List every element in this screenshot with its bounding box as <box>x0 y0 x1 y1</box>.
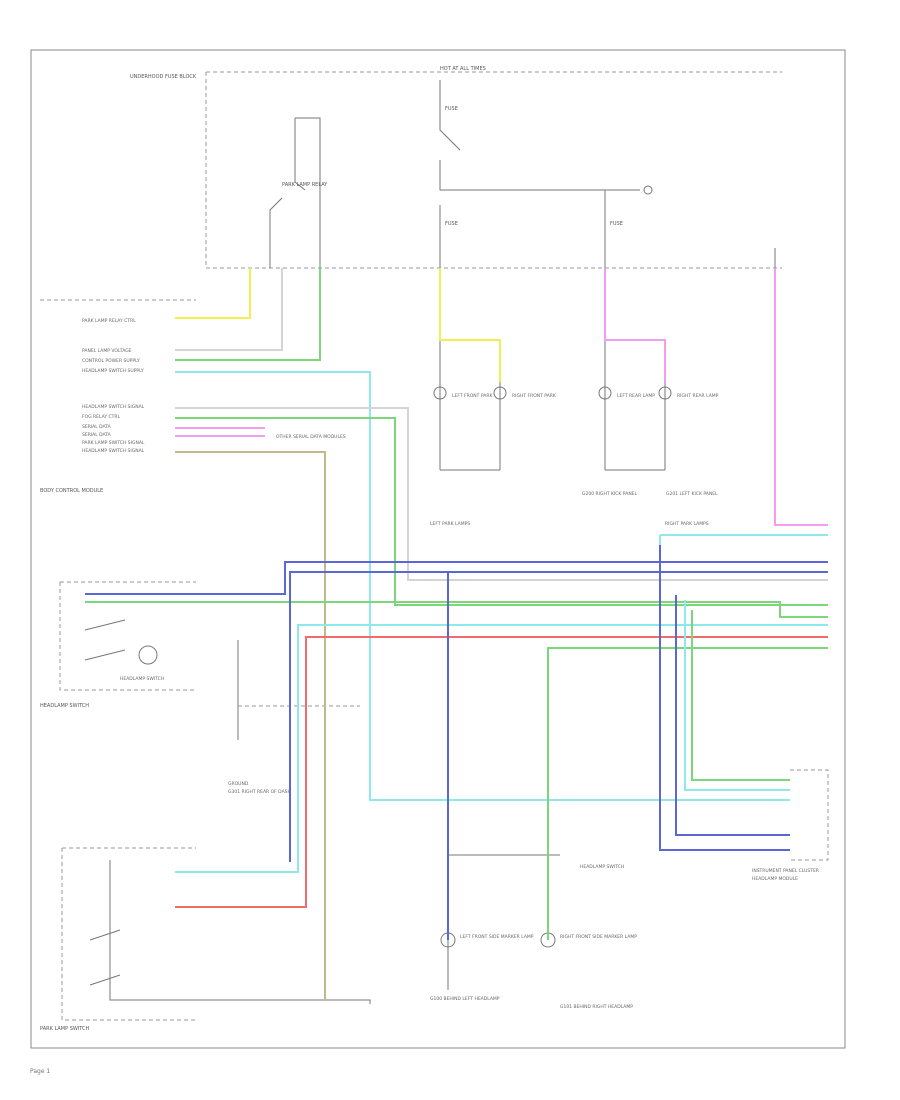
wire-red-wire <box>175 636 828 908</box>
park-switch-outline <box>61 847 196 1021</box>
wire-brown-park-signal <box>175 451 326 1000</box>
headlamp-switch-block: HEADLAMP SWITCH HEADLAMP SWITCH GROUND G… <box>40 581 360 795</box>
bcm: PARK LAMP RELAY CTRL PANEL LAMP VOLTAGE … <box>40 299 346 494</box>
park-switch-contacts <box>89 860 371 1004</box>
wire-white-wire-relay <box>175 268 283 351</box>
fuse-left-label: FUSE <box>445 221 458 227</box>
wire-dk-blue-4 <box>659 545 790 851</box>
bcm-label-4: HEADLAMP SWITCH SIGNAL <box>82 404 145 410</box>
fuse-outputs <box>439 205 776 268</box>
right-rear-lamp-bulb <box>658 386 672 400</box>
serial-data-note: OTHER SERIAL DATA MODULES <box>276 434 346 440</box>
lower-left-lamp-label: LEFT FRONT SIDE MARKER LAMP <box>460 934 534 940</box>
fuse-right-label: FUSE <box>610 221 623 227</box>
right-front-lamp-label: RIGHT FRONT PARK <box>512 393 557 399</box>
wire-lt-blue-3 <box>659 534 828 545</box>
front-lamps: LEFT FRONT PARK RIGHT FRONT PARK LEFT PA… <box>430 340 719 527</box>
wire-green-wire-3 <box>547 647 828 940</box>
fuse-block-header: HOT AT ALL TIMES <box>440 66 486 72</box>
headlamp-switch-outline <box>59 581 196 691</box>
bcm-title: BODY CONTROL MODULE <box>40 488 103 494</box>
wire-dk-blue-5 <box>675 595 790 836</box>
fuse-block: HOT AT ALL TIMES UNDERHOOD FUSE BLOCK PA… <box>130 66 782 269</box>
left-rear-lamp-bulb <box>598 386 612 400</box>
wire-pink-feed <box>604 268 666 382</box>
side-marker-lamps: LEFT FRONT SIDE MARKER LAMP RIGHT FRONT … <box>430 854 637 1010</box>
left-front-lamp-bulb <box>433 386 447 400</box>
wire-green-wire-control <box>175 268 321 361</box>
right-module: INSTRUMENT PANEL CLUSTER HEADLAMP MODULE… <box>582 491 829 882</box>
right-module-outline <box>790 769 829 861</box>
left-park-lamps-label: LEFT PARK LAMPS <box>430 521 470 527</box>
wire-green-wire-4 <box>691 610 790 781</box>
right-module-note: HEADLAMP MODULE <box>752 876 798 882</box>
left-lamp-frame <box>439 340 501 471</box>
wire-green-wire-2 <box>85 601 828 618</box>
right-park-lamps-label: RIGHT PARK LAMPS <box>665 521 709 527</box>
relay-contacts <box>269 117 321 268</box>
ground-ref-note: G301 RIGHT REAR OF DASH <box>228 789 291 795</box>
lower-lamp-frame <box>447 854 560 990</box>
wire-lt-blue-supply <box>175 371 790 801</box>
wire-dk-blue-1 <box>85 561 828 595</box>
ground-label: GROUND <box>228 781 249 787</box>
wire-yellow-feed-mid <box>439 268 501 382</box>
headlamp-switch-contacts <box>84 619 126 661</box>
left-front-lamp-label: LEFT FRONT PARK <box>452 393 493 399</box>
fuse-mid-label: FUSE <box>445 106 458 112</box>
wire-dk-blue-2 <box>289 571 828 862</box>
headlamp-switch-inner: HEADLAMP SWITCH <box>120 676 164 682</box>
wires <box>85 268 828 1000</box>
bcm-label-8: PARK LAMP SWITCH SIGNAL <box>82 440 145 446</box>
headlamp-switch-dimmer <box>138 645 158 665</box>
headlamp-switch-title: HEADLAMP SWITCH <box>40 703 89 709</box>
fuse-block-outline <box>205 72 782 269</box>
bcm-label-7: SERIAL DATA <box>82 432 112 438</box>
park-switch-title: PARK LAMP SWITCH <box>40 1026 90 1032</box>
fuse-connector <box>643 185 653 195</box>
lower-mid-module: HEADLAMP SWITCH <box>580 864 624 870</box>
bcm-label-9: HEADLAMP SWITCH SIGNAL <box>82 448 145 454</box>
bcm-label-1: PANEL LAMP VOLTAGE <box>82 348 132 354</box>
wire-green-fog-relay <box>175 417 828 606</box>
diagram-frame <box>30 49 846 1049</box>
wire-yellow-feed-left <box>175 268 251 319</box>
bcm-label-3: HEADLAMP SWITCH SUPPLY <box>82 368 144 374</box>
ground-left-note: G100 BEHIND LEFT HEADLAMP <box>430 996 500 1002</box>
bcm-label-5: FOG RELAY CTRL <box>82 414 121 420</box>
park-lamp-switch-block: PARK LAMP SWITCH <box>40 847 371 1032</box>
bcm-label-0: PARK LAMP RELAY CTRL <box>82 318 136 324</box>
right-rear-lamp-label: RIGHT REAR LAMP <box>677 393 719 399</box>
wire-white-wire-switch <box>175 407 828 581</box>
fuse-block-title: UNDERHOOD FUSE BLOCK <box>130 74 197 80</box>
bcm-label-6: SERIAL DATA <box>82 424 112 430</box>
wire-pink-trunk <box>774 268 828 526</box>
wire-lt-blue-2 <box>175 624 828 873</box>
ground-mid-right-note: G201 LEFT KICK PANEL <box>666 491 718 497</box>
right-module-title: INSTRUMENT PANEL CLUSTER <box>752 868 819 874</box>
page-footer: Page 1 <box>30 1068 51 1075</box>
ground-mid-left-note: G200 RIGHT KICK PANEL <box>582 491 638 497</box>
bcm-label-2: CONTROL POWER SUPPLY <box>82 358 140 364</box>
right-lamp-frame <box>604 340 666 471</box>
ground-right-note: G101 BEHIND RIGHT HEADLAMP <box>560 1004 633 1010</box>
wire-lt-blue-4 <box>684 600 790 791</box>
fuse-feed <box>439 80 640 205</box>
lower-right-lamp-label: RIGHT FRONT SIDE MARKER LAMP <box>560 934 637 940</box>
left-rear-lamp-label: LEFT REAR LAMP <box>617 393 655 399</box>
relay-label: PARK LAMP RELAY <box>282 182 328 188</box>
right-front-lamp-bulb <box>493 386 507 400</box>
